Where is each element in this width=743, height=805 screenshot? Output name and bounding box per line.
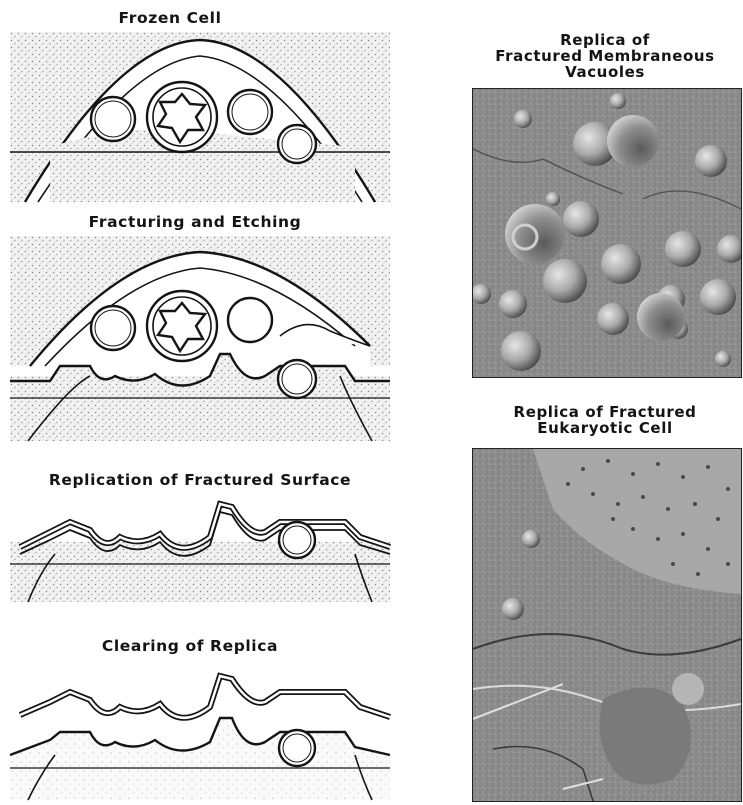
photo1-title-line3: Vacuoles [470,64,740,80]
vacuoles-micrograph [472,88,742,378]
clearing-replica-diagram [10,660,390,800]
photo2-title-line2: Eukaryotic Cell [470,420,740,436]
replication-diagram [10,492,390,602]
step4-title: Clearing of Replica [70,638,310,655]
step2-title: Fracturing and Etching [40,214,350,231]
vacuoles-micrograph-image [473,89,741,377]
photo1-title: Replica of Fractured Membraneous Vacuole… [470,32,740,80]
step3-title: Replication of Fractured Surface [10,472,390,489]
frozen-cell-diagram [10,32,390,202]
photo2-title: Replica of Fractured Eukaryotic Cell [470,404,740,436]
eukaryotic-cell-micrograph [472,448,742,802]
photo2-title-line1: Replica of Fractured [470,404,740,420]
photo1-title-line2: Fractured Membraneous [470,48,740,64]
photo1-title-line1: Replica of [470,32,740,48]
fracturing-etching-diagram [10,236,390,441]
eukaryotic-cell-micrograph-image [473,449,741,801]
step1-title: Frozen Cell [70,10,270,27]
